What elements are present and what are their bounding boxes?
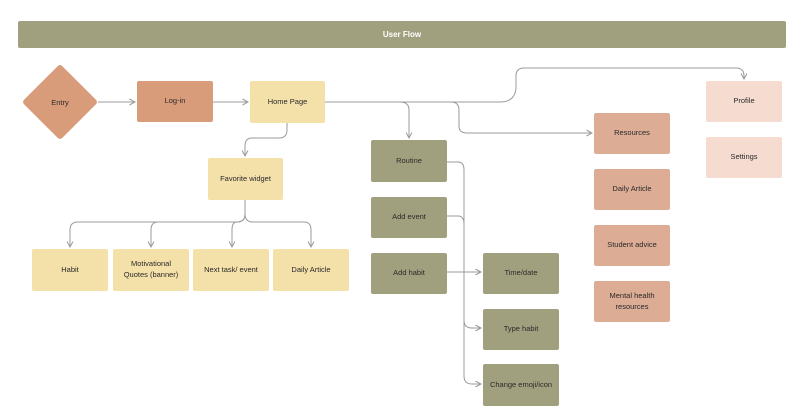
favorite-widget-node[interactable]: Favorite widget xyxy=(208,158,283,200)
arrow-favorite-to-article xyxy=(244,213,311,247)
resources-node[interactable]: Resources xyxy=(594,113,670,154)
login-node[interactable]: Log-in xyxy=(137,81,213,122)
arrow-addevent-trunk xyxy=(447,215,465,225)
arrow-favorite-to-nexttask xyxy=(232,213,246,247)
line-home-trunk xyxy=(325,67,744,103)
arrow-trunk-to-typehabit xyxy=(463,319,481,328)
entry-node[interactable]: Entry xyxy=(21,63,99,141)
profile-node[interactable]: Profile xyxy=(706,81,782,122)
arrow-home-to-resources xyxy=(450,101,592,133)
change-emoji-icon-node[interactable]: Change emoji/icon xyxy=(483,364,559,406)
routine-node[interactable]: Routine xyxy=(371,140,447,182)
daily-article-widget-node[interactable]: Daily Article xyxy=(273,249,349,291)
motivational-quotes-node[interactable]: Motivational Quotes (banner) xyxy=(113,249,189,291)
next-task-event-node[interactable]: Next task/ event xyxy=(193,249,269,291)
type-habit-node[interactable]: Type habit xyxy=(483,309,559,350)
arrow-favorite-to-habit xyxy=(70,200,246,247)
time-date-node[interactable]: Time/date xyxy=(483,253,559,294)
user-flow-title-banner: User Flow xyxy=(18,21,786,48)
settings-node[interactable]: Settings xyxy=(706,137,782,178)
line-routine-trunk xyxy=(447,161,481,384)
arrow-home-to-favorite xyxy=(245,123,288,156)
arrow-home-to-routine xyxy=(399,101,409,138)
arrow-favorite-to-quotes xyxy=(151,221,159,247)
mental-health-resources-node[interactable]: Mental health resources xyxy=(594,281,670,322)
add-event-node[interactable]: Add event xyxy=(371,197,447,238)
daily-article-node[interactable]: Daily Article xyxy=(594,169,670,210)
page-title: User Flow xyxy=(382,30,422,39)
student-advice-node[interactable]: Student advice xyxy=(594,225,670,266)
home-page-node[interactable]: Home Page xyxy=(250,81,325,123)
habit-widget-node[interactable]: Habit xyxy=(32,249,108,291)
entry-label: Entry xyxy=(51,97,69,107)
add-habit-node[interactable]: Add habit xyxy=(371,253,447,294)
